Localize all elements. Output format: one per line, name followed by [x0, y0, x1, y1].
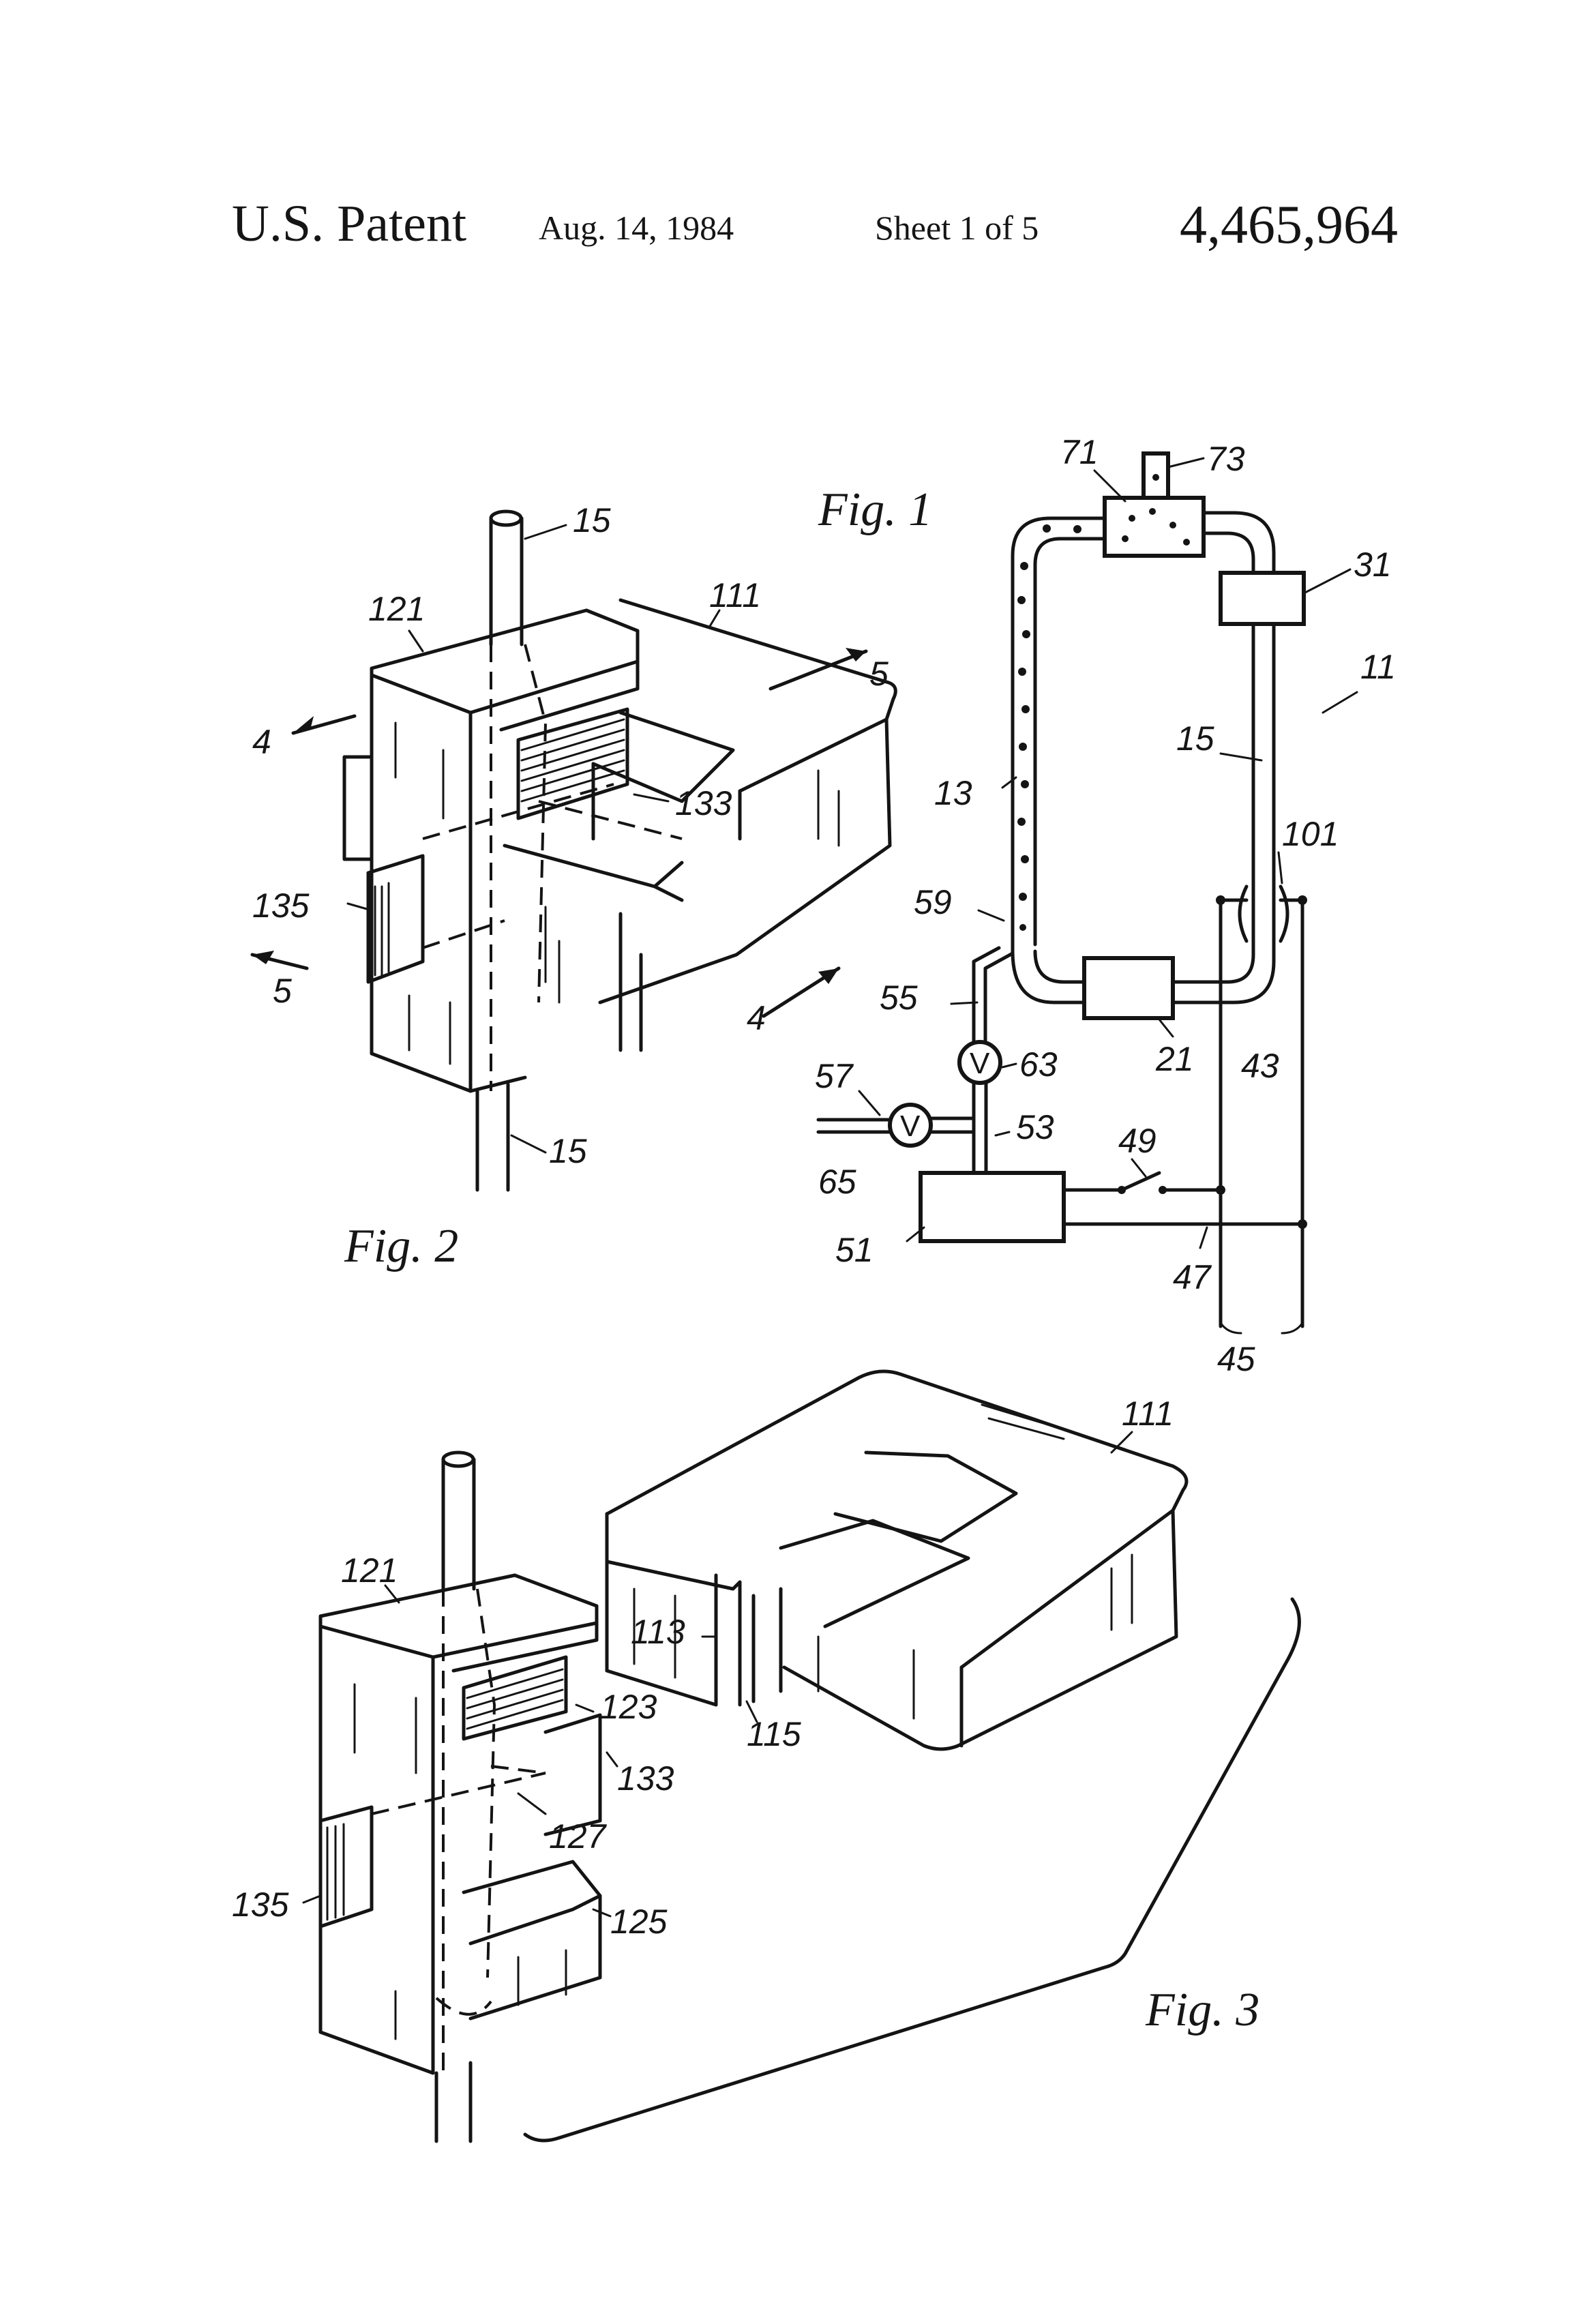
label-121: 121 [368, 590, 425, 628]
label-133: 133 [675, 784, 732, 822]
component-51 [921, 1173, 1064, 1241]
label-section-4-left: 4 [252, 723, 271, 761]
fig1-diagram: V V [818, 453, 1357, 1333]
label-73: 73 [1207, 440, 1245, 478]
label-43: 43 [1241, 1047, 1279, 1085]
particles-in-pipe [1017, 524, 1081, 931]
label-123: 123 [600, 1688, 657, 1726]
label-125: 125 [610, 1903, 668, 1941]
label-31: 31 [1354, 546, 1392, 584]
label-133: 133 [617, 1759, 674, 1798]
label-11: 11 [1360, 648, 1396, 686]
label-section-5-right: 5 [869, 655, 889, 693]
label-section-5-left: 5 [273, 972, 292, 1010]
label-115: 115 [747, 1715, 801, 1753]
fig1-labels: Fig. 1 71 73 31 11 15 101 13 59 55 21 63… [815, 433, 1396, 1378]
label-135: 135 [232, 1886, 289, 1924]
component-21 [1084, 958, 1173, 1018]
fig3-caption: Fig. 3 [1145, 1984, 1259, 2036]
pipe-13-outer [1013, 518, 1105, 944]
fig2-caption: Fig. 2 [344, 1220, 458, 1272]
label-101: 101 [1282, 815, 1339, 853]
label-57: 57 [815, 1057, 854, 1095]
label-section-4-right: 4 [747, 999, 766, 1037]
label-59: 59 [914, 883, 952, 921]
label-111: 111 [1122, 1395, 1174, 1433]
label-63: 63 [1019, 1045, 1058, 1084]
label-47: 47 [1173, 1258, 1212, 1296]
label-13: 13 [934, 774, 972, 812]
label-49: 49 [1118, 1122, 1156, 1160]
label-45: 45 [1217, 1340, 1255, 1378]
label-51: 51 [835, 1231, 874, 1269]
valve-65-letter: V [900, 1109, 921, 1143]
device-101-right [1281, 887, 1287, 941]
fig2-diagram [252, 511, 895, 1190]
label-15-top: 15 [573, 501, 611, 539]
label-53: 53 [1016, 1108, 1054, 1146]
device-101-left [1240, 887, 1247, 941]
label-65: 65 [818, 1163, 856, 1201]
label-71: 71 [1060, 433, 1099, 471]
label-111: 111 [709, 576, 761, 614]
fig2-labels: 15 121 111 5 4 133 135 5 4 15 Fig. 2 [252, 501, 889, 1272]
label-135: 135 [252, 887, 310, 925]
component-31 [1221, 573, 1304, 624]
component-71 [1105, 498, 1204, 556]
label-113: 113 [631, 1613, 685, 1651]
label-21: 21 [1155, 1040, 1194, 1078]
fig3-labels: 111 121 113 123 115 133 127 125 135 Fig.… [232, 1395, 1259, 2036]
fig1-caption: Fig. 1 [818, 483, 932, 536]
label-55: 55 [880, 979, 918, 1017]
label-15-bottom: 15 [549, 1132, 587, 1170]
pipe-13-inner [1035, 539, 1105, 944]
label-121: 121 [341, 1551, 398, 1590]
valve-63-letter: V [970, 1047, 990, 1080]
label-127: 127 [549, 1817, 608, 1856]
label-15: 15 [1176, 719, 1214, 758]
